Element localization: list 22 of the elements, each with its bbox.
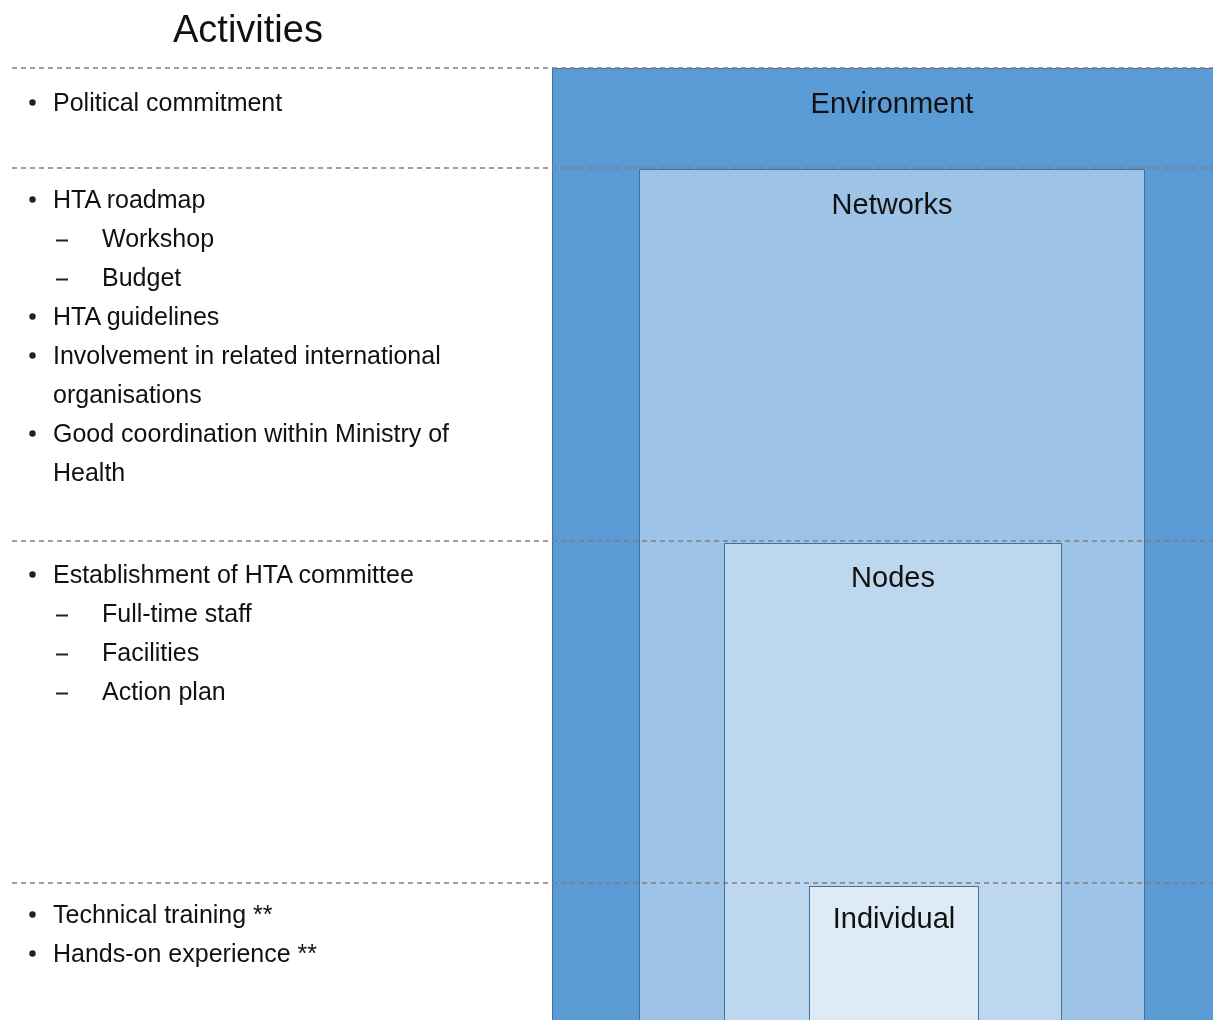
nested-box xyxy=(724,543,1062,1020)
list-item: Good coordination within Ministry of Health xyxy=(53,418,451,488)
list-item: Political commitment xyxy=(53,87,284,118)
list-item: HTA guidelines xyxy=(53,301,221,332)
nested-box xyxy=(809,886,979,1020)
list-item: Full-time staff xyxy=(102,598,253,629)
nested-box xyxy=(552,68,1213,1020)
box-heading: Nodes xyxy=(851,561,935,594)
list-item: Involvement in related international organisations xyxy=(53,340,442,410)
list-item: Workshop xyxy=(102,223,216,254)
list-item: HTA roadmap xyxy=(53,184,207,215)
box-heading: Networks xyxy=(831,188,953,221)
list-item: Hands-on experience ** xyxy=(53,938,319,969)
nested-box xyxy=(639,169,1145,1020)
list-item: Technical training ** xyxy=(53,899,274,930)
box-heading: Environment xyxy=(810,87,974,120)
box-heading: Individual xyxy=(832,902,956,935)
heading: Activities xyxy=(173,8,323,51)
list-item: Action plan xyxy=(102,676,227,707)
list-item: Budget xyxy=(102,262,183,293)
list-item: Facilities xyxy=(102,637,201,668)
list-item: Establishment of HTA committee xyxy=(53,559,415,590)
